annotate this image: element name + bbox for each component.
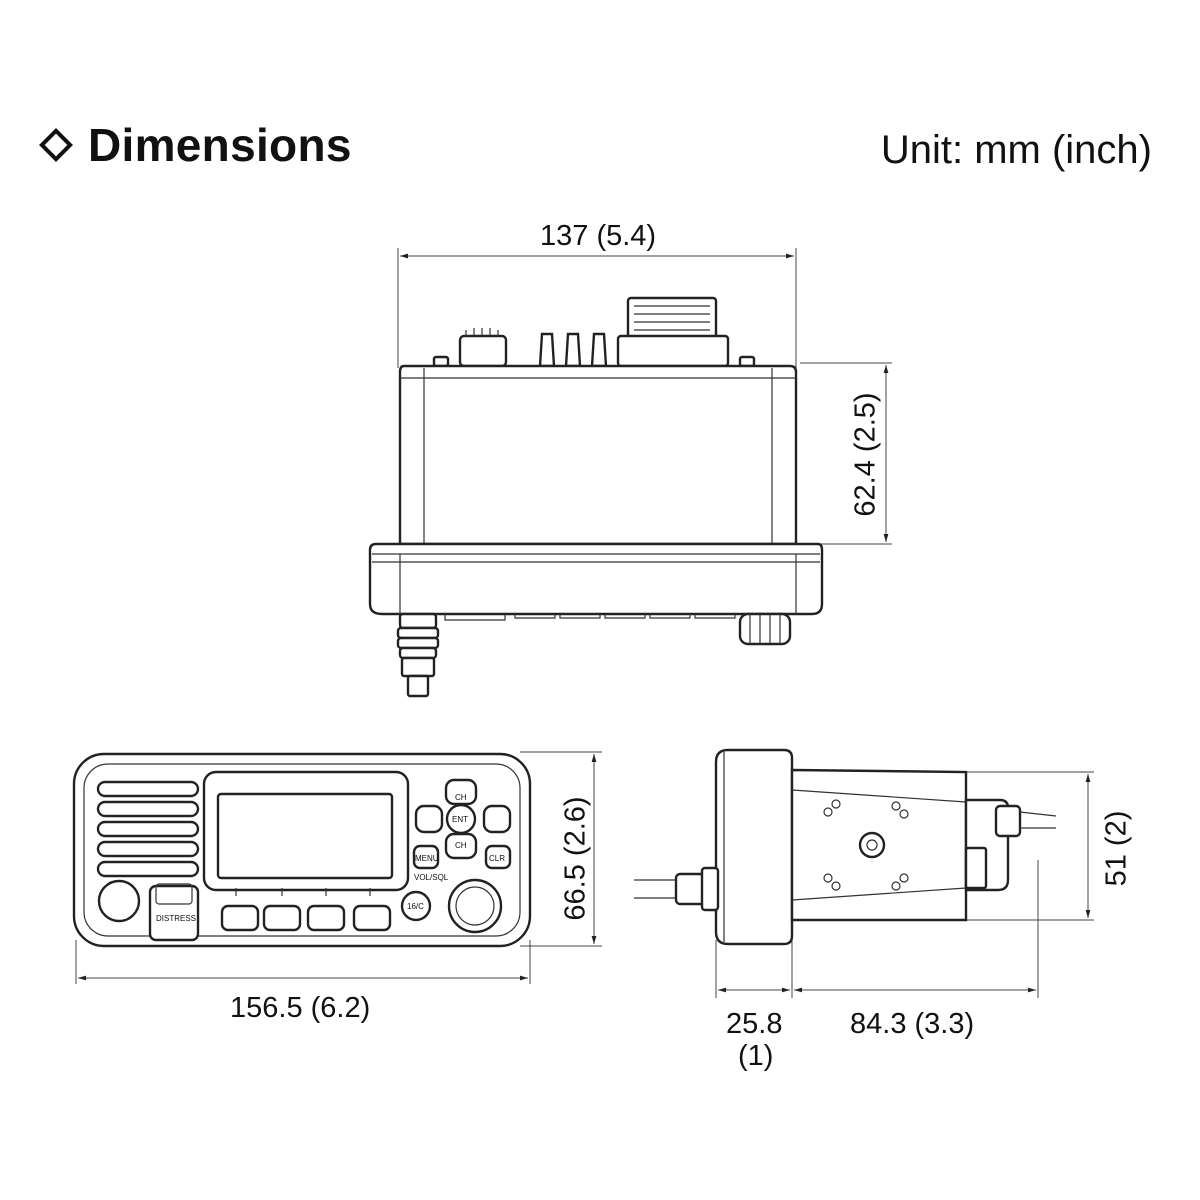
ch-down-label: CH — [455, 841, 467, 850]
unit-label: Unit: mm (inch) — [880, 128, 1152, 172]
ch-up-label: CH — [455, 793, 467, 802]
distress-button — [148, 884, 200, 942]
page-title-text: Dimensions — [88, 119, 352, 171]
top-height-label: 62.4 (2.5) — [849, 392, 882, 517]
side-view — [634, 748, 1094, 998]
side-front-depth-label: 25.8 — [726, 1008, 783, 1040]
top-view — [368, 248, 892, 698]
side-body-depth-label: 84.3 (3.3) — [850, 1008, 975, 1040]
page-title: Dimensions — [38, 118, 352, 172]
vol-sql-label: VOL/SQL — [414, 873, 449, 882]
front-width-label: 156.5 (6.2) — [230, 992, 371, 1024]
side-front-depth-inch-label: (1) — [738, 1040, 774, 1072]
top-width-label: 137 (5.4) — [540, 220, 657, 252]
menu-label: MENU — [415, 854, 439, 863]
distress-label: DISTRESS — [156, 914, 196, 923]
lcd-screen — [216, 792, 394, 880]
front-view: DISTRESS CH CH ENT MENU CLR VOL/SQL 16/C — [72, 751, 602, 984]
ent-label: ENT — [452, 815, 468, 824]
volume-knob — [447, 878, 503, 934]
sixteen-c-label: 16/C — [407, 902, 424, 911]
speaker-grille — [96, 780, 200, 878]
front-height-label: 66.5 (2.6) — [559, 796, 592, 921]
clr-label: CLR — [489, 854, 505, 863]
side-height-label: 51 (2) — [1100, 810, 1133, 887]
